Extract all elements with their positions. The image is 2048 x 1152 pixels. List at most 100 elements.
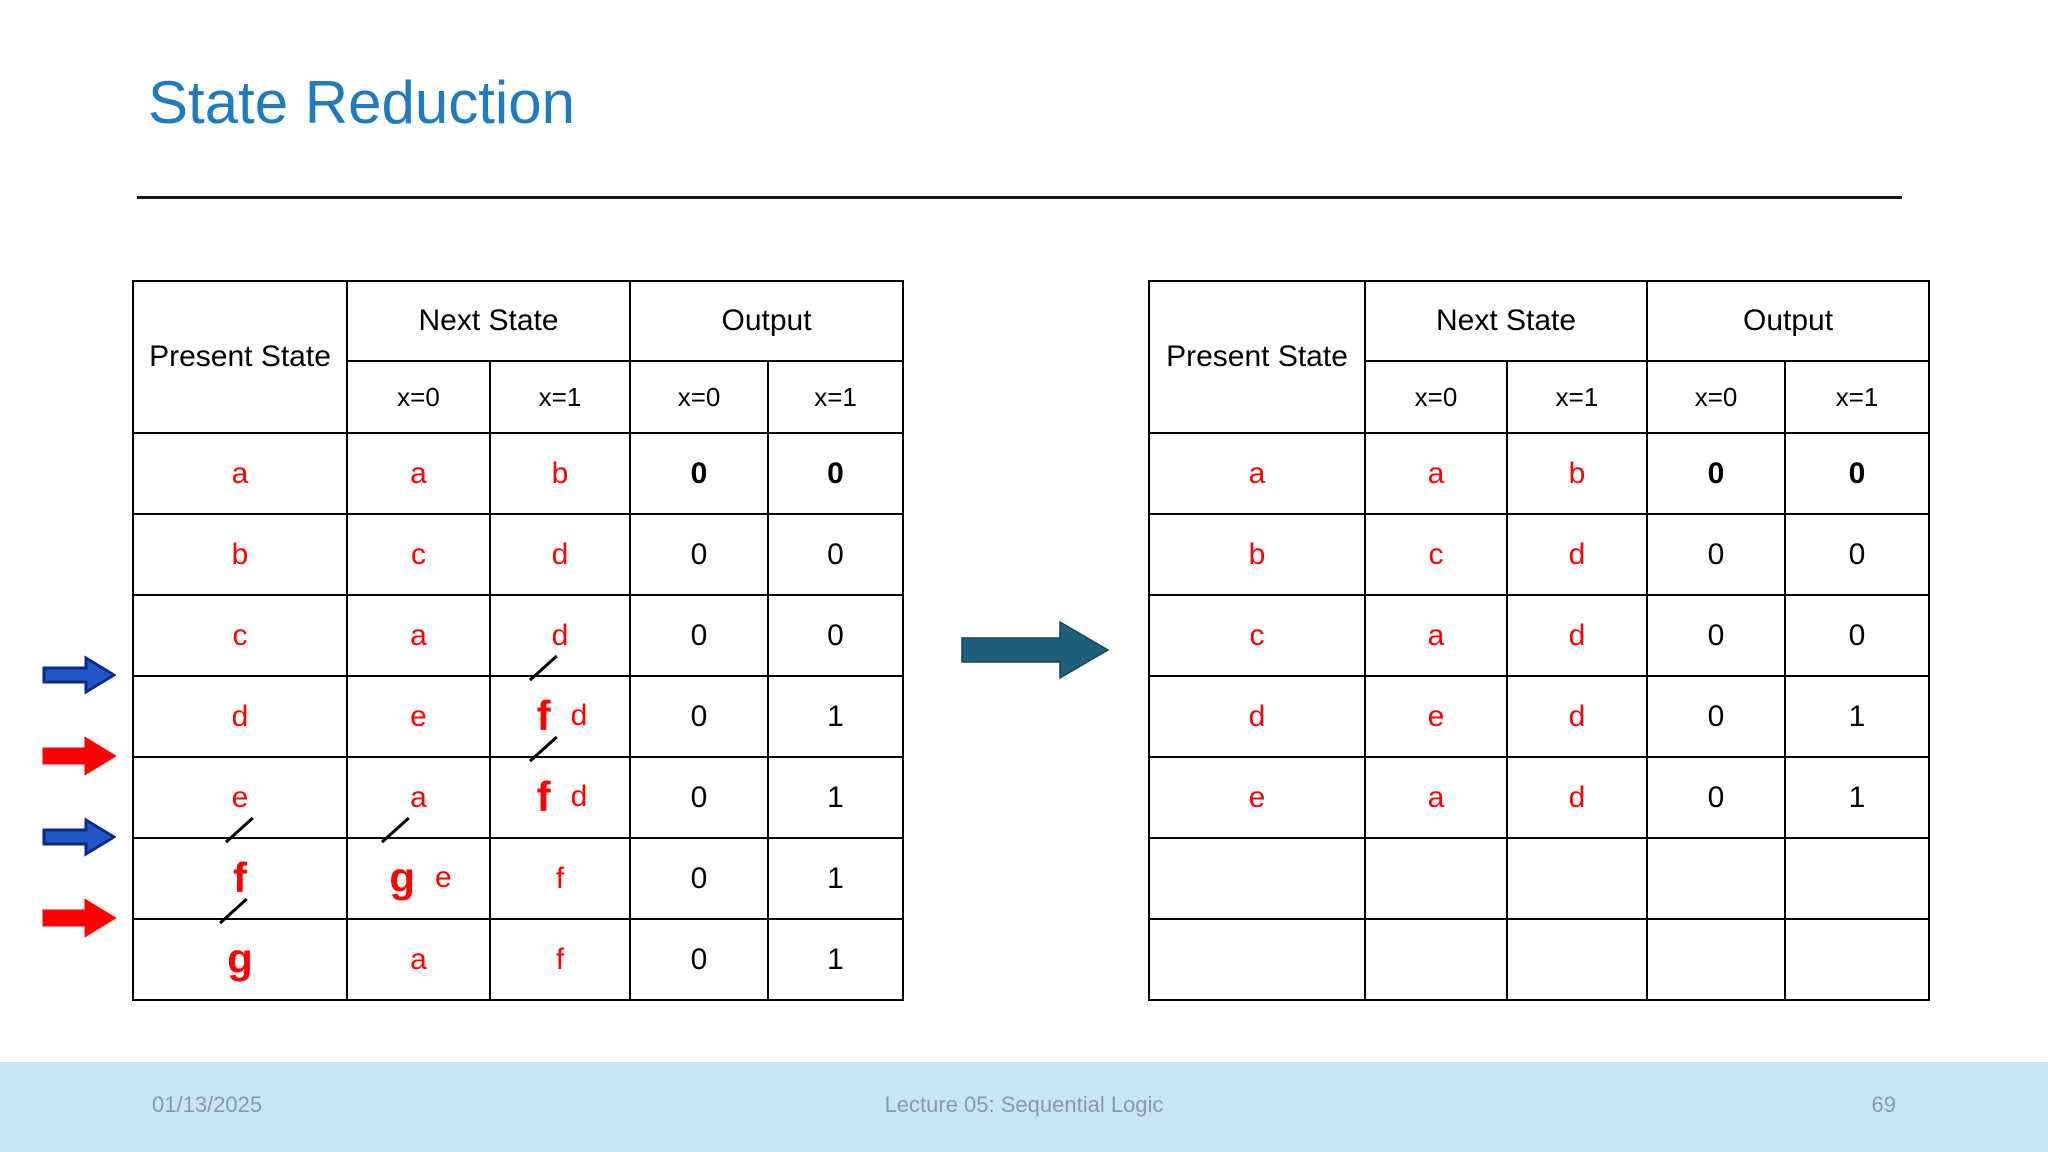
header-output: Output	[629, 280, 905, 362]
cell-next-state-x1	[1505, 837, 1649, 920]
cell-present-state: e	[132, 756, 348, 839]
cell-present-state: b	[132, 513, 348, 596]
footer-page-number: 69	[1871, 1092, 1896, 1117]
cell-next-state-x0	[1364, 918, 1508, 1001]
cell-next-state-x0: a	[346, 432, 491, 515]
cell-output-x0: 0	[629, 675, 770, 758]
reduction-arrow-icon	[960, 618, 1110, 682]
cell-next-state-x1: f	[488, 918, 632, 1001]
cell-next-state-x1: d	[1505, 594, 1649, 677]
cell-present-state-struck: g	[223, 938, 257, 980]
cell-next-state-x1: d	[488, 513, 632, 596]
subheader-output-x0: x=0	[1646, 360, 1787, 434]
cell-next-state-x0: a	[1364, 756, 1508, 839]
cell-output-x1: 1	[1784, 675, 1931, 758]
cell-present-state: c	[1148, 594, 1366, 677]
cell-output-x1: 1	[767, 918, 905, 1001]
cell-next-state-x0: c	[346, 513, 491, 596]
cell-output-x0: 0	[629, 432, 770, 515]
cell-output-x0: 0	[1646, 513, 1787, 596]
cell-output-x0: 0	[629, 918, 770, 1001]
cell-next-state-x0-struck: g	[385, 857, 419, 899]
cell-output-x1: 0	[767, 432, 905, 515]
cell-next-state-x1-replacement: d	[570, 780, 588, 813]
cell-output-x1	[1784, 837, 1931, 920]
cell-next-state-x0: a	[346, 756, 491, 839]
cell-output-x0: 0	[1646, 675, 1787, 758]
header-present-state: Present State	[1148, 280, 1366, 434]
cell-output-x0: 0	[629, 513, 770, 596]
cell-output-x1: 1	[767, 675, 905, 758]
subheader-output-x1: x=1	[767, 360, 905, 434]
cell-next-state-x0: a	[1364, 594, 1508, 677]
table-row	[1148, 918, 1931, 1001]
subheader-output-x0: x=0	[629, 360, 770, 434]
cell-present-state: a	[132, 432, 348, 515]
cell-output-x1: 0	[1784, 594, 1931, 677]
cell-next-state-x0: a	[346, 594, 491, 677]
margin-arrow-red-icon	[42, 736, 116, 776]
title-divider	[137, 196, 1902, 199]
cell-present-state	[1148, 918, 1366, 1001]
cell-present-state: a	[1148, 432, 1366, 515]
cell-output-x0	[1646, 837, 1787, 920]
cell-present-state: e	[1148, 756, 1366, 839]
table-header-row: Present State Next State Output	[132, 280, 905, 434]
cell-next-state-x0: a	[1364, 432, 1508, 515]
header-output: Output	[1646, 280, 1931, 362]
cell-next-state-x0: e	[346, 675, 491, 758]
table-subheader-row: x=0 x=1 x=0 x=1	[133, 360, 905, 434]
cell-present-state	[1148, 837, 1366, 920]
cell-output-x1: 0	[1784, 432, 1931, 515]
cell-output-x1: 1	[1784, 756, 1931, 839]
subheader-next-x0: x=0	[346, 360, 491, 434]
cell-output-x0	[1646, 918, 1787, 1001]
page-title: State Reduction	[148, 69, 575, 136]
cell-output-x0: 0	[1646, 432, 1787, 515]
table-row	[1148, 837, 1931, 920]
cell-present-state: b	[1148, 513, 1366, 596]
cell-next-state-x1-replacement: d	[570, 699, 588, 732]
original-state-table: Present State Next State Output x=0 x=1 …	[132, 280, 905, 1001]
cell-present-state: g	[132, 918, 348, 1001]
margin-arrow-blue-icon	[42, 817, 116, 857]
subheader-next-x1: x=1	[488, 360, 632, 434]
subheader-next-x0: x=0	[1364, 360, 1508, 434]
cell-output-x0: 0	[629, 837, 770, 920]
cell-next-state-x1: f	[488, 837, 632, 920]
cell-output-x1: 0	[767, 513, 905, 596]
cell-next-state-x1: d	[1505, 675, 1649, 758]
cell-present-state: c	[132, 594, 348, 677]
footer-lecture-title: Lecture 05: Sequential Logic	[884, 1092, 1164, 1117]
slide-footer: 01/13/2025 Lecture 05: Sequential Logic …	[0, 1062, 2048, 1152]
cell-present-state-struck: f	[229, 857, 251, 899]
cell-output-x1: 0	[1784, 513, 1931, 596]
header-present-state: Present State	[132, 280, 348, 434]
cell-next-state-x0: e	[1364, 675, 1508, 758]
cell-output-x0: 0	[1646, 756, 1787, 839]
cell-next-state-x1	[1505, 918, 1649, 1001]
margin-arrow-red-icon	[42, 898, 116, 938]
cell-output-x1: 0	[767, 594, 905, 677]
cell-next-state-x1: b	[488, 432, 632, 515]
cell-next-state-x0	[1364, 837, 1508, 920]
cell-output-x1	[1784, 918, 1931, 1001]
subheader-output-x1: x=1	[1784, 360, 1931, 434]
subheader-next-x1: x=1	[1505, 360, 1649, 434]
header-next-state: Next State	[345, 280, 632, 362]
